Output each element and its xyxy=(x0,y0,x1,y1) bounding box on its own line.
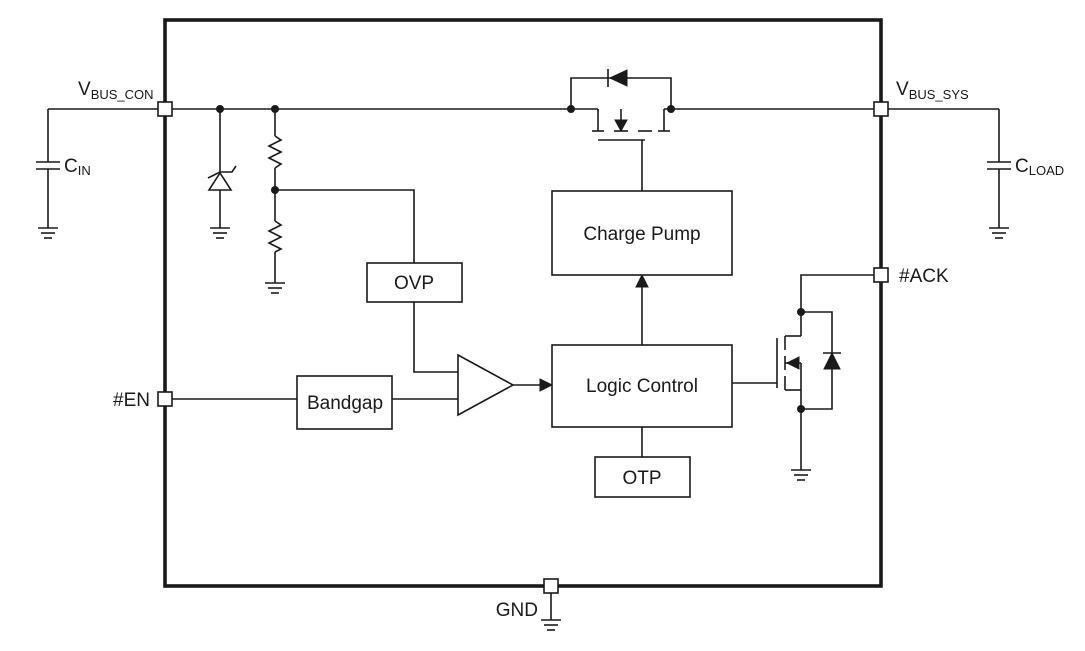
charge-pump-label: Charge Pump xyxy=(583,224,700,245)
otp-block: OTP xyxy=(594,456,691,498)
ack-pin xyxy=(873,267,889,283)
logic-control-label: Logic Control xyxy=(586,376,698,397)
ground-icon xyxy=(541,619,561,631)
ground-icon xyxy=(791,469,811,481)
ovp-block: OVP xyxy=(366,262,463,303)
logic-control-block: Logic Control xyxy=(551,344,733,428)
ovp-sense-wire xyxy=(275,189,415,263)
gnd-label: GND xyxy=(496,600,538,621)
vbus-con-label: VBUS_CON xyxy=(78,79,154,102)
zener-diode-icon xyxy=(207,109,237,228)
en-label: #EN xyxy=(113,390,150,411)
resistor-icon xyxy=(267,109,283,221)
charge-pump-block: Charge Pump xyxy=(551,190,733,276)
ack-label: #ACK xyxy=(899,266,949,287)
en-pin xyxy=(157,391,173,407)
ic-outline xyxy=(163,18,883,588)
vbus-con-pin xyxy=(157,101,173,117)
ovp-label: OVP xyxy=(394,273,434,294)
ground-icon xyxy=(210,227,230,239)
gnd-pin xyxy=(543,578,559,594)
ground-icon xyxy=(989,227,1009,239)
vbus-sys-pin xyxy=(873,101,889,117)
otp-label: OTP xyxy=(622,468,661,489)
vbus-sys-label: VBUS_SYS xyxy=(896,79,969,102)
resistor-icon xyxy=(267,220,283,283)
arrow-icon xyxy=(635,273,649,288)
cin-label: CIN xyxy=(64,156,91,178)
bandgap-block: Bandgap xyxy=(296,375,393,430)
arrow-icon xyxy=(539,378,554,392)
cload-label: CLOAD xyxy=(1015,156,1064,178)
bandgap-label: Bandgap xyxy=(307,393,383,414)
ground-icon xyxy=(265,282,285,294)
ovp-out-wire xyxy=(413,302,458,373)
comparator-icon xyxy=(457,353,515,417)
ack-mosfet-icon xyxy=(732,274,874,470)
ground-icon xyxy=(38,227,58,239)
cload-capacitor-icon xyxy=(888,108,1011,228)
cin-capacitor-icon xyxy=(36,108,158,228)
pass-mosfet-icon xyxy=(570,69,672,141)
